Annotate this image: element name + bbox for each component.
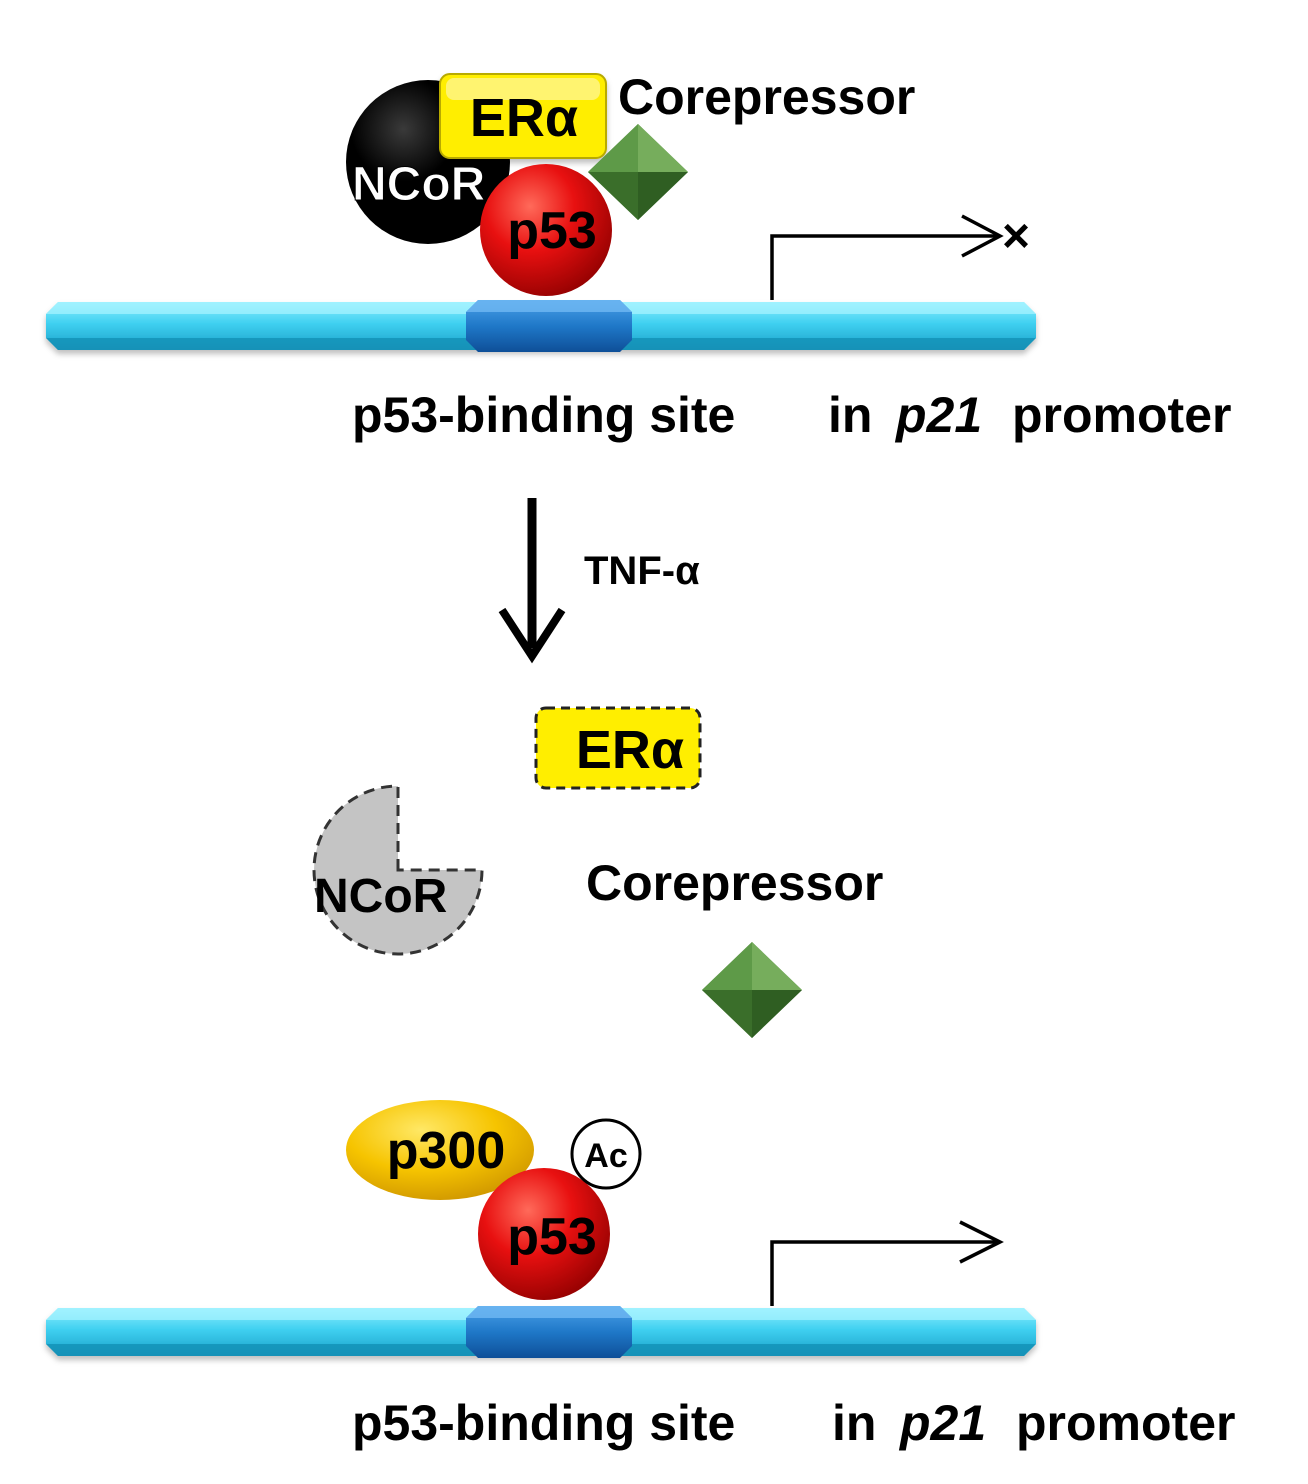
- blocked-mark: ×: [1002, 210, 1030, 263]
- caption-part-gene: p21: [894, 387, 982, 443]
- era-box-top: [439, 73, 607, 159]
- transition-arrow: [498, 498, 566, 664]
- ncor-label-released: NCoR: [314, 870, 447, 923]
- transcription-arrow-blocked: [770, 214, 1004, 300]
- p53-sphere-bottom: [478, 1168, 610, 1300]
- p300-ellipse: [346, 1100, 534, 1200]
- caption-part-promoter: promoter: [1016, 1395, 1235, 1451]
- caption-part-site: p53-binding site: [352, 1395, 735, 1451]
- ncor-label-top: NCoR: [352, 158, 485, 211]
- acetyl-label: Ac: [584, 1137, 627, 1175]
- caption-part-in: in: [828, 387, 872, 443]
- corepressor-label-top: Corepressor: [618, 69, 915, 125]
- corepressor-diamond-released: [702, 942, 802, 1038]
- tnf-alpha-label: TNF-α: [584, 549, 700, 593]
- era-box-released: [534, 706, 702, 790]
- acetyl-circle: [570, 1118, 642, 1190]
- caption-part-in: in: [832, 1395, 876, 1451]
- released-factors: ERα NCoR Corepressor: [312, 706, 883, 1038]
- corepressor-label-released: Corepressor: [586, 855, 883, 911]
- p53-sphere-top: [480, 164, 612, 296]
- site-caption-top: p53-binding site in p21 promoter: [352, 387, 1231, 443]
- binding-site-bottom: [466, 1306, 632, 1358]
- transcription-arrow-active: [770, 1220, 1004, 1306]
- caption-part-promoter: promoter: [1012, 387, 1231, 443]
- p300-label: p300: [387, 1122, 506, 1180]
- era-label-top: ERα: [470, 88, 578, 148]
- caption-part-gene: p21: [898, 1395, 986, 1451]
- era-label-released: ERα: [576, 720, 684, 780]
- caption-part-site: p53-binding site: [352, 387, 735, 443]
- site-caption-bottom: p53-binding site in p21 promoter: [352, 1395, 1235, 1451]
- p53-label-bottom: p53: [507, 1208, 597, 1266]
- bottom-panel: p300 p53 Ac p53-binding site in p21 prom…: [46, 1100, 1235, 1451]
- p53-label-top: p53: [507, 202, 597, 260]
- top-panel: × ERα Corepressor NCoR p53 p53-bind: [46, 69, 1231, 443]
- corepressor-diamond-top: [588, 124, 688, 220]
- binding-site-top: [466, 300, 632, 352]
- ncor-released-shape: [312, 784, 484, 956]
